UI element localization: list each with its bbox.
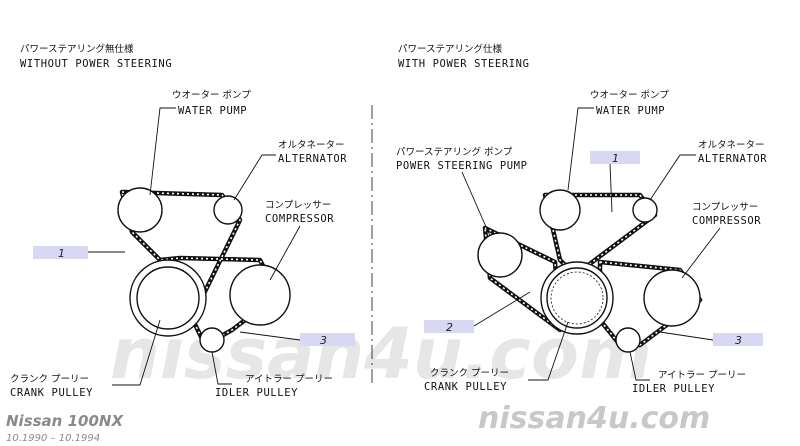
footer-years: 10.1990 – 10.1994: [6, 433, 100, 444]
left-water-pump-leader: [149, 107, 176, 196]
right-drive-belt-1: [542, 192, 658, 278]
right-compressor-leader: [681, 227, 721, 279]
left-callout-3-leader: [239, 331, 301, 341]
left-water-pump-label-en: WATER PUMP: [178, 105, 247, 117]
left-heading-jp: パワーステアリング無仕様: [20, 43, 134, 55]
right-alternator-leader: [649, 154, 696, 201]
right-crank-label-en: CRANK PULLEY: [424, 381, 507, 393]
left-water-pump-label-jp: ウオーター ポンプ: [172, 90, 251, 101]
right-water-pump-label-jp: ウオーター ポンプ: [590, 90, 669, 101]
right-ps-pump-label-en: POWER STEERING PUMP: [396, 160, 528, 172]
right-ps-pump-pulley: [477, 232, 523, 278]
footer-model: Nissan 100NX: [6, 412, 124, 430]
left-crank-label-en: CRANK PULLEY: [10, 387, 93, 399]
footer-site-watermark: nissan4u.com: [478, 401, 710, 436]
left-callout-3: 3: [320, 334, 327, 347]
right-heading-en: WITH POWER STEERING: [398, 58, 530, 70]
right-compressor-pulley: [643, 269, 701, 327]
right-alternator-label-jp: オルタネーター: [698, 140, 765, 151]
left-callout-3-box: [300, 333, 355, 346]
left-compressor-pulley: [229, 264, 291, 326]
right-idler-label-en: IDLER PULLEY: [632, 383, 715, 395]
right-ps-pump-label-jp: パワーステアリング ポンプ: [396, 146, 513, 158]
right-water-pump-leader: [567, 107, 594, 191]
left-diagram: パワーステアリング無仕様 WITHOUT POWER STEERING ウオータ…: [10, 43, 355, 399]
left-compressor-leader: [269, 225, 301, 281]
right-crank-pulley-inner: [550, 271, 604, 325]
right-idler-leader: [629, 351, 650, 381]
left-water-pump-pulley: [117, 187, 163, 233]
right-alternator-label-en: ALTERNATOR: [698, 153, 767, 165]
right-ps-pump-leader: [461, 171, 491, 237]
left-crank-pulley-inner: [136, 266, 200, 330]
right-water-pump-label-en: WATER PUMP: [596, 105, 665, 117]
left-idler-pulley: [199, 327, 225, 353]
left-callout-1: 1: [58, 247, 65, 260]
right-crank-leader: [528, 321, 569, 381]
right-callout-2: 2: [446, 321, 453, 334]
right-callout-1-box: [590, 151, 640, 164]
right-heading-jp: パワーステアリング仕様: [398, 43, 503, 55]
right-callout-3-box: [713, 333, 763, 346]
right-crank-label-jp: クランク プーリー: [430, 368, 509, 379]
left-alternator-leader: [233, 154, 276, 201]
right-callout-2-box: [424, 320, 474, 333]
right-diagram: パワーステアリング仕様 WITH POWER STEERING ウオーター ポン…: [396, 43, 767, 395]
right-idler-label-jp: アイトラー プーリー: [658, 370, 746, 381]
left-alternator-label-jp: オルタネーター: [278, 140, 345, 151]
left-idler-label-jp: アイトラー プーリー: [245, 374, 333, 385]
right-crank-pulley-mid: [546, 267, 608, 329]
left-compressor-label-jp: コンプレッサー: [265, 200, 331, 211]
left-idler-leader: [211, 351, 232, 385]
right-callout-1: 1: [612, 152, 619, 165]
right-callout-2-leader: [473, 291, 531, 327]
left-heading-en: WITHOUT POWER STEERING: [20, 58, 172, 70]
right-compressor-label-jp: コンプレッサー: [692, 202, 758, 213]
left-idler-label-en: IDLER PULLEY: [215, 387, 298, 399]
left-alternator-pulley: [213, 195, 243, 225]
left-alternator-label-en: ALTERNATOR: [278, 153, 347, 165]
left-crank-leader: [112, 319, 161, 386]
right-idler-pulley: [615, 327, 641, 353]
right-callout-1-leader: [609, 163, 613, 213]
right-callout-3: 3: [735, 334, 742, 347]
right-callout-3-leader: [659, 331, 714, 341]
left-callout-1-box: [33, 246, 88, 259]
left-compressor-label-en: COMPRESSOR: [265, 213, 334, 225]
right-water-pump-pulley: [539, 189, 581, 231]
right-alternator-pulley: [632, 197, 658, 223]
left-crank-label-jp: クランク プーリー: [10, 374, 89, 385]
right-compressor-label-en: COMPRESSOR: [692, 215, 761, 227]
